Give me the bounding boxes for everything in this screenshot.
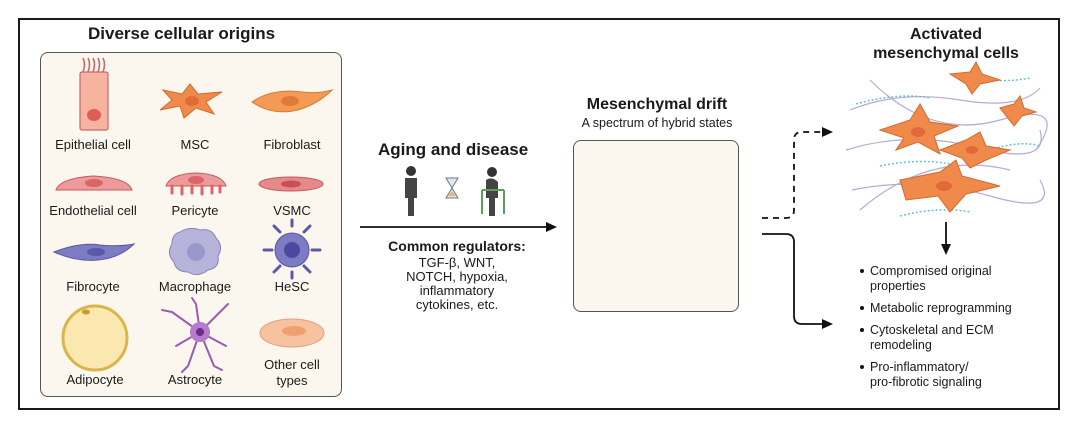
regulators-line-1: TGF-β, WNT, [418, 255, 496, 270]
label-epithelial-cell: Epithelial cell [55, 137, 131, 152]
aging-disease-title: Aging and disease [378, 140, 529, 159]
msc-icon [159, 83, 223, 119]
label-endothelial-cell: Endothelial cell [49, 203, 137, 218]
regulators-line-4: cytokines, etc. [415, 297, 499, 312]
label-fibrocyte: Fibrocyte [66, 279, 120, 294]
bullet-2-line1: Metabolic reprogramming [870, 301, 1012, 315]
label-macrophage: Macrophage [158, 279, 232, 294]
macrophage-icon [168, 227, 222, 276]
drift-title: Mesenchymal drift [586, 96, 728, 113]
vsmc-icon [258, 176, 324, 192]
drift-subtitle: A spectrum of hybrid states [581, 116, 733, 130]
left-panel-title: Diverse cellular origins [88, 24, 276, 43]
epithelial-cell-icon [79, 57, 109, 131]
drift-box [573, 140, 739, 312]
activated-cells [845, 60, 1048, 217]
label-other-cell-line1: Other cell [264, 357, 320, 372]
regulators-title: Common regulators: [388, 238, 526, 254]
label-adipocyte: Adipocyte [66, 372, 124, 387]
astrocyte-icon [161, 297, 229, 373]
label-fibroblast: Fibroblast [263, 137, 321, 152]
bullet-1-line2: properties [870, 279, 926, 293]
branch-arrow-dashed [762, 127, 833, 219]
young-person-icon [405, 166, 417, 216]
endothelial-cell-icon [55, 175, 133, 191]
regulators-line-3: inflammatory [419, 283, 495, 298]
other-cell-icon [259, 318, 325, 348]
bullet-4-line2: pro-fibrotic signaling [870, 375, 982, 389]
fibrocyte-icon [52, 243, 136, 261]
label-other-cell-line2: types [276, 373, 308, 388]
regulators-line-2: NOTCH, hypoxia, [406, 269, 508, 284]
bullet-1-line1: Compromised original [870, 264, 992, 278]
branch-arrow-solid [762, 233, 833, 329]
label-vsmc: VSMC [273, 203, 311, 218]
label-msc: MSC [180, 137, 210, 152]
label-pericyte: Pericyte [171, 203, 219, 218]
hesc-icon [262, 218, 322, 280]
elderly-person-icon [481, 167, 505, 216]
main-arrow [360, 222, 557, 232]
bullet-3-line1: Cytoskeletal and ECM [870, 323, 994, 337]
fibroblast-icon [251, 88, 334, 113]
activated-title-line2: mesenchymal cells [873, 45, 1019, 62]
adipocyte-icon [61, 304, 129, 372]
activated-title-line1: Activated [909, 26, 983, 43]
label-astrocyte: Astrocyte [167, 372, 223, 387]
label-hesc: HeSC [274, 279, 310, 294]
bullet-3-line2: remodeling [870, 338, 932, 352]
bullet-4-line1: Pro-inflammatory/ [870, 360, 969, 374]
bullet-dots [860, 269, 864, 369]
down-arrow [941, 222, 951, 255]
pericyte-icon [165, 172, 227, 196]
hourglass-icon [445, 177, 459, 199]
